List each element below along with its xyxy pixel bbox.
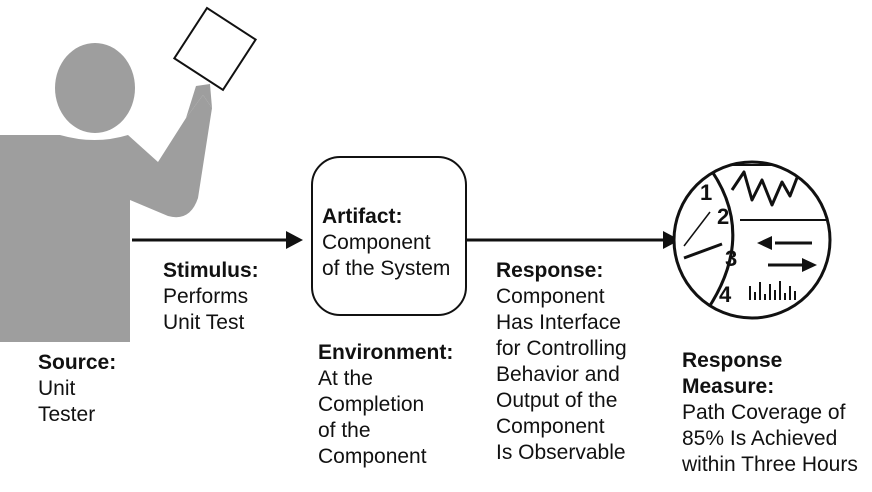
stimulus-label: Stimulus: Performs Unit Test <box>163 258 259 336</box>
source-line: Unit <box>38 377 76 400</box>
response-measure-heading: Response <box>682 349 783 372</box>
measurement-gauge-icon: 1 2 3 4 <box>672 160 832 320</box>
response-heading: Response: <box>496 259 604 282</box>
response-line: Has Interface <box>496 311 621 334</box>
environment-heading: Environment: <box>318 341 454 364</box>
artifact-line: Component <box>322 231 431 254</box>
tester-figure-icon <box>0 6 258 342</box>
response-line: Component <box>496 415 605 438</box>
environment-line: Component <box>318 445 427 468</box>
response-line: Behavior and <box>496 363 620 386</box>
artifact-label: Artifact: Component of the System <box>322 204 450 282</box>
stimulus-line: Performs <box>163 285 249 308</box>
gauge-number-2: 2 <box>717 204 729 229</box>
stimulus-heading: Stimulus: <box>163 259 259 282</box>
source-line: Tester <box>38 403 96 426</box>
response-measure-heading: Measure: <box>682 375 775 398</box>
gauge-number-1: 1 <box>700 180 712 205</box>
response-line: Output of the <box>496 389 618 412</box>
artifact-heading: Artifact: <box>322 205 403 228</box>
stimulus-arrow <box>132 231 303 249</box>
response-line: for Controlling <box>496 337 627 360</box>
response-measure-line: within Three Hours <box>682 453 858 476</box>
response-arrow <box>466 231 680 249</box>
gauge-number-3: 3 <box>725 246 737 271</box>
response-label: Response: Component Has Interface for Co… <box>496 258 627 466</box>
artifact-line: of the System <box>322 257 451 280</box>
stimulus-line: Unit Test <box>163 311 245 334</box>
response-measure-line: 85% Is Achieved <box>682 427 838 450</box>
source-heading: Source: <box>38 351 117 374</box>
gauge-number-4: 4 <box>719 282 732 307</box>
source-label: Source: Unit Tester <box>38 350 116 428</box>
response-line: Component <box>496 285 605 308</box>
artifact-box <box>311 156 467 316</box>
environment-label: Environment: At the Completion of the Co… <box>318 340 453 470</box>
environment-line: At the <box>318 367 373 390</box>
response-measure-line: Path Coverage of <box>682 401 846 424</box>
response-measure-label: Response Measure: Path Coverage of 85% I… <box>682 348 858 478</box>
environment-line: Completion <box>318 393 425 416</box>
response-line: Is Observable <box>496 441 626 464</box>
environment-line: of the <box>318 419 371 442</box>
